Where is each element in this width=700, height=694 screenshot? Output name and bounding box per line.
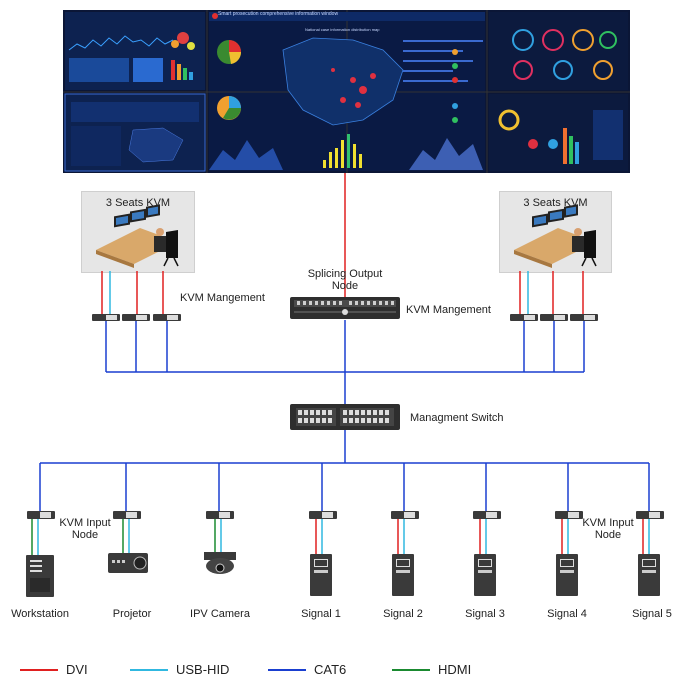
management-switch — [290, 404, 400, 430]
management-switch-label: Managment Switch — [410, 412, 504, 424]
kvm-input-node-label-right: KVM Input Node — [582, 517, 634, 541]
kvm-input-node-label-left: KVM Input Node — [59, 517, 111, 541]
source-label-workstation: Workstation — [11, 608, 69, 620]
kvm-input-node-signal-4 — [555, 511, 583, 554]
source-label-projector: Projetor — [112, 608, 152, 620]
pc-tower-icon — [392, 554, 414, 596]
kvm-input-node-workstation — [27, 511, 55, 555]
kvm-management-label-left: KVM Mangement — [180, 292, 265, 304]
pc-tower-icon — [638, 554, 660, 596]
source-label-signal-1: Signal 1 — [301, 608, 341, 620]
wall-map-title: National case information distribution m… — [305, 27, 380, 32]
kvm-input-node-projector — [113, 511, 141, 553]
video-wall-screens — [63, 10, 630, 173]
pc-tower-icon — [474, 554, 496, 596]
legend-dvi-label: DVI — [66, 662, 88, 677]
pc-tower-icon — [556, 554, 578, 596]
kvm-management-label-center: KVM Mangement — [406, 304, 491, 316]
splicing-node-label: Splicing Output Node — [307, 268, 383, 292]
video-wall: Smart prosecution comprehensive informat… — [63, 10, 630, 173]
projector-icon — [108, 553, 148, 573]
cat6-bus-upper — [105, 320, 585, 407]
source-label-camera: IPV Camera — [190, 608, 250, 620]
kvm-input-node-signal-5 — [636, 511, 664, 554]
source-label-signal-2: Signal 2 — [383, 608, 423, 620]
operator-desk-icon — [514, 204, 597, 268]
kvm-management-node — [570, 314, 598, 321]
kvm-management-node — [92, 314, 120, 321]
splicing-output-node — [290, 297, 400, 319]
kvm-management-node — [122, 314, 150, 321]
source-label-signal-5: Signal 5 — [632, 608, 672, 620]
camera-icon — [204, 552, 236, 574]
kvm-input-node-signal-1 — [309, 511, 337, 554]
kvm-seat-left: 3 Seats KVM — [81, 191, 195, 273]
kvm-management-node — [540, 314, 568, 321]
kvm-management-node — [153, 314, 181, 321]
legend-usb-label: USB-HID — [176, 662, 230, 677]
legend-hdmi-label: HDMI — [438, 662, 472, 677]
kvm-management-node — [510, 314, 538, 321]
source-label-signal-4: Signal 4 — [547, 608, 587, 620]
kvm-input-node-signal-3 — [473, 511, 501, 554]
source-label-signal-3: Signal 3 — [465, 608, 505, 620]
kvm-input-node-camera — [206, 511, 234, 552]
workstation-icon — [26, 555, 54, 597]
kvm-seat-right: 3 Seats KVM — [499, 191, 612, 273]
operator-desk-icon — [96, 204, 179, 268]
wall-header-text: Smart prosecution comprehensive informat… — [218, 11, 339, 17]
pc-tower-icon — [310, 554, 332, 596]
kvm-input-node-signal-2 — [391, 511, 419, 554]
cat6-bus-lower — [39, 430, 650, 512]
legend-cat6-label: CAT6 — [314, 662, 347, 677]
